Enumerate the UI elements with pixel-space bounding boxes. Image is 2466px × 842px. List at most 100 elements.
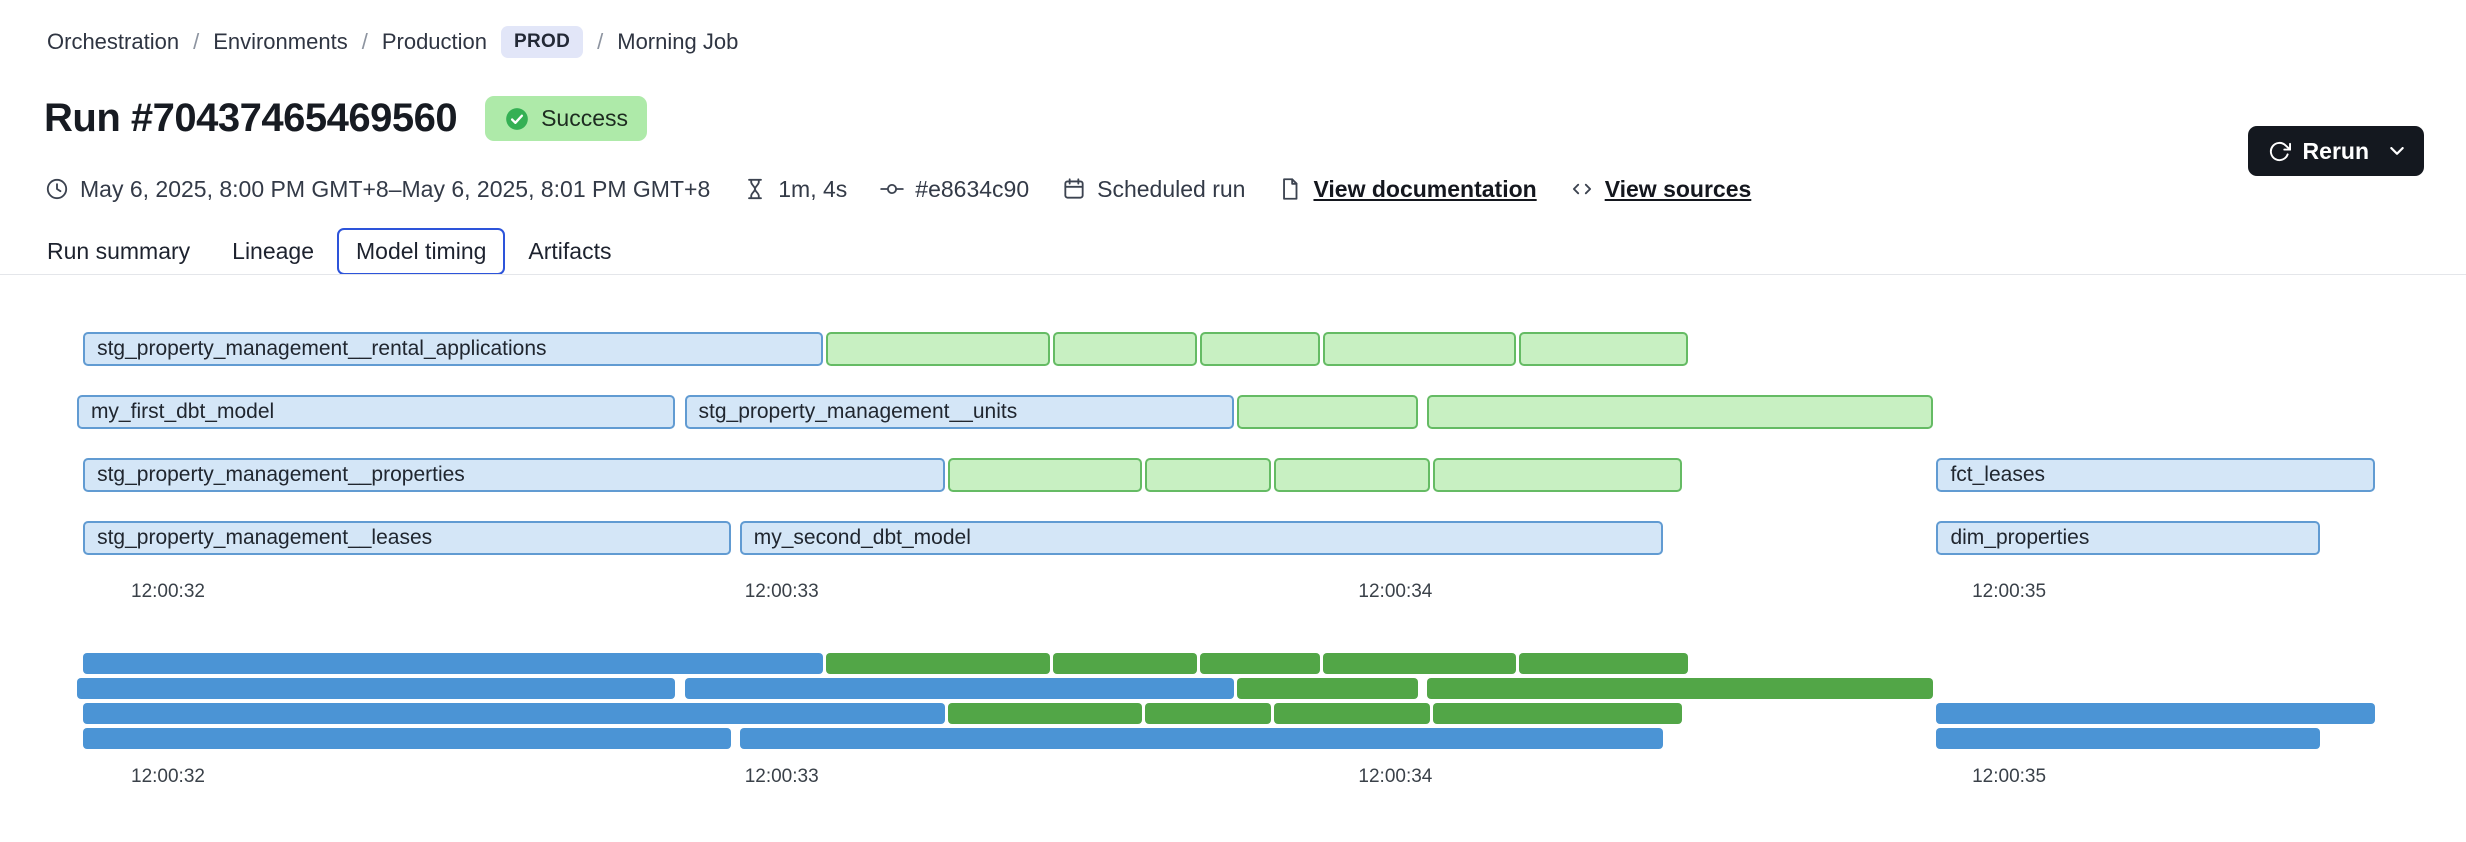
minimap-bar: [1433, 703, 1682, 724]
minimap-bar: [1236, 678, 1418, 699]
minimap-bar: [1052, 653, 1197, 674]
time-tick: 12:00:33: [744, 581, 819, 602]
prod-badge: PROD: [501, 26, 584, 58]
gantt-bar-my_second_dbt_model[interactable]: my_second_dbt_model: [739, 521, 1664, 555]
minimap-bar: [1427, 678, 1934, 699]
title-row: Run #70437465469560 Success: [44, 96, 647, 141]
minimap-bar-stg_property_management__units: [684, 678, 1234, 699]
gantt-bar-label: fct_leases: [1950, 463, 2046, 486]
gantt-bar-stg_property_management__properties[interactable]: stg_property_management__properties: [83, 458, 946, 492]
minimap-bar-dim_properties: [1936, 728, 2321, 749]
gantt-bar[interactable]: [1236, 395, 1418, 429]
run-duration-text: 1m, 4s: [778, 175, 848, 202]
gantt-bar-stg_property_management__rental_applications[interactable]: stg_property_management__rental_applicat…: [83, 332, 823, 366]
breadcrumb-environments[interactable]: Environments: [213, 29, 348, 54]
minimap-bar-my_second_dbt_model: [739, 728, 1664, 749]
gantt-row: stg_property_management__rental_applicat…: [0, 332, 2466, 366]
breadcrumb: Orchestration / Environments / Productio…: [47, 26, 738, 58]
view-sources-link[interactable]: View sources: [1604, 175, 1752, 202]
minimap-time-tick: 12:00:33: [744, 766, 819, 787]
gantt-bar-label: stg_property_management__properties: [97, 463, 465, 486]
run-time-range: May 6, 2025, 8:00 PM GMT+8–May 6, 2025, …: [44, 176, 710, 203]
minimap-time-tick: 12:00:34: [1358, 766, 1433, 787]
gantt-bar-label: my_second_dbt_model: [753, 526, 971, 549]
tabs-divider: [0, 274, 2466, 275]
breadcrumb-separator: /: [597, 29, 604, 54]
gantt-row: stg_property_management__leases my_second…: [0, 521, 2466, 555]
run-trigger: Scheduled run: [1061, 176, 1245, 203]
success-check-icon: [506, 107, 528, 130]
view-documentation[interactable]: View documentation: [1277, 175, 1537, 203]
minimap-row: [0, 703, 2466, 724]
gantt-bar-my_first_dbt_model[interactable]: my_first_dbt_model: [76, 395, 676, 429]
page-title: Run #70437465469560: [44, 96, 458, 140]
refresh-icon: [2269, 141, 2291, 161]
code-icon: [1572, 183, 1591, 195]
gantt-bar[interactable]: [825, 332, 1050, 366]
calendar-icon: [1064, 178, 1084, 199]
view-sources[interactable]: View sources: [1569, 175, 1752, 203]
gantt-bar-label: dim_properties: [1950, 526, 2090, 549]
tab-model-timing[interactable]: Model timing: [337, 228, 506, 275]
gantt-bar[interactable]: [1273, 458, 1431, 492]
run-tabs: Run summary Lineage Model timing Artifac…: [47, 228, 611, 275]
minimap-row: [0, 678, 2466, 699]
gantt-bar-fct_leases[interactable]: fct_leases: [1936, 458, 2376, 492]
time-tick: 12:00:32: [131, 581, 205, 602]
view-documentation-link[interactable]: View documentation: [1313, 175, 1537, 202]
gantt-bar[interactable]: [1200, 332, 1320, 366]
breadcrumb-orchestration[interactable]: Orchestration: [47, 29, 180, 54]
run-commit: #e8634c90: [879, 176, 1029, 203]
minimap-row: [0, 728, 2466, 749]
rerun-button[interactable]: Rerun: [2247, 126, 2424, 176]
minimap-bar-my_first_dbt_model: [76, 678, 676, 699]
gantt-bar-label: stg_property_management__units: [698, 400, 1018, 423]
breadcrumb-production[interactable]: Production: [381, 29, 488, 54]
document-icon: [1283, 178, 1298, 200]
time-tick: 12:00:34: [1358, 581, 1433, 602]
gantt-bar[interactable]: [1433, 458, 1682, 492]
minimap-bar-stg_property_management__properties: [83, 703, 946, 724]
tab-lineage[interactable]: Lineage: [232, 238, 315, 264]
gantt-row: stg_property_management__properties fct_l…: [0, 458, 2466, 492]
breadcrumb-separator: /: [193, 29, 200, 54]
run-duration: 1m, 4s: [742, 176, 847, 203]
gantt-row: my_first_dbt_model stg_property_managemen…: [0, 395, 2466, 429]
minimap-time-tick: 12:00:32: [131, 766, 205, 787]
rerun-button-label: Rerun: [2302, 137, 2369, 164]
minimap-time-tick: 12:00:35: [1972, 766, 2047, 787]
minimap-bar: [825, 653, 1050, 674]
minimap-bar: [1273, 703, 1431, 724]
tab-artifacts[interactable]: Artifacts: [528, 238, 612, 264]
status-badge: Success: [485, 96, 647, 141]
minimap-bar: [1200, 653, 1320, 674]
run-meta-row: May 6, 2025, 8:00 PM GMT+8–May 6, 2025, …: [44, 172, 1751, 206]
gantt-bar[interactable]: [1052, 332, 1197, 366]
minimap-bar-stg_property_management__rental_applications: [83, 653, 823, 674]
minimap-bar: [1144, 703, 1271, 724]
minimap-bar: [1519, 653, 1688, 674]
status-badge-label: Success: [541, 105, 628, 131]
gantt-bar-label: stg_property_management__leases: [97, 526, 433, 549]
tab-run-summary[interactable]: Run summary: [47, 238, 191, 264]
gantt-bar-label: stg_property_management__rental_applicat…: [97, 337, 547, 360]
minimap-bar-fct_leases: [1936, 703, 2376, 724]
model-timing-chart: stg_property_management__rental_applicat…: [0, 275, 2466, 842]
gantt-bar[interactable]: [1427, 395, 1934, 429]
gantt-bar[interactable]: [1144, 458, 1271, 492]
gantt-bar-dim_properties[interactable]: dim_properties: [1936, 521, 2321, 555]
minimap-row: [0, 653, 2466, 674]
hourglass-icon: [748, 178, 763, 200]
chevron-down-icon[interactable]: [2390, 146, 2404, 156]
gantt-bar[interactable]: [1519, 332, 1688, 366]
time-tick: 12:00:35: [1972, 581, 2047, 602]
gantt-bar-stg_property_management__units[interactable]: stg_property_management__units: [684, 395, 1234, 429]
run-time-range-text: May 6, 2025, 8:00 PM GMT+8–May 6, 2025, …: [80, 175, 711, 202]
minimap-bar-stg_property_management__leases: [83, 728, 731, 749]
gantt-bar-stg_property_management__leases[interactable]: stg_property_management__leases: [83, 521, 731, 555]
breadcrumb-separator: /: [361, 29, 368, 54]
gantt-bar[interactable]: [1322, 332, 1517, 366]
gantt-bar-label: my_first_dbt_model: [90, 400, 275, 423]
minimap-bar: [1322, 653, 1517, 674]
gantt-bar[interactable]: [948, 458, 1142, 492]
